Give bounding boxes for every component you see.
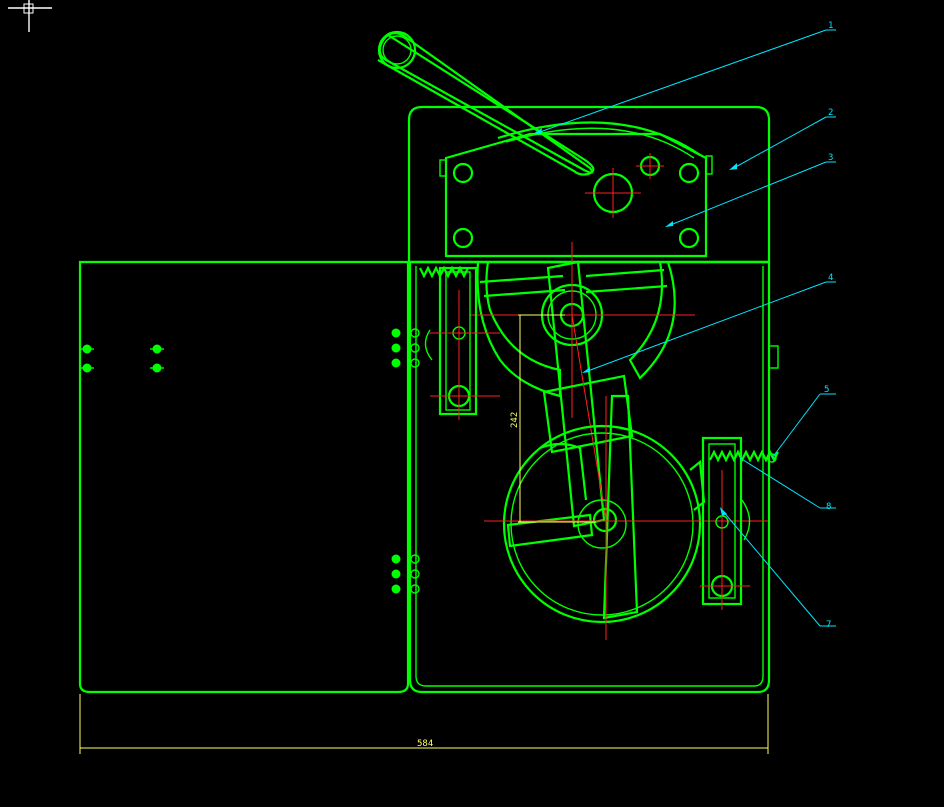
upper-drum <box>470 242 695 418</box>
vertical-dimension-value: 242 <box>510 412 520 428</box>
callout-1: 1 <box>828 21 833 31</box>
connecting-link <box>542 260 634 528</box>
callout-7: 7 <box>826 620 831 630</box>
upper-cover <box>407 105 771 264</box>
callout-5: 5 <box>824 385 829 395</box>
side-latch <box>768 345 779 369</box>
vertical-dimension <box>518 314 596 523</box>
lower-drum <box>484 394 768 640</box>
left-panel-hinges <box>80 344 164 373</box>
ucs-crosshair-icon <box>8 0 52 32</box>
callout-2: 2 <box>828 108 833 118</box>
left-panel <box>78 260 410 694</box>
callout-4: 4 <box>828 273 833 283</box>
main-housing <box>408 260 771 694</box>
callout-8: 8 <box>826 502 831 512</box>
upper-gear-arc <box>497 121 701 156</box>
callout-leaders <box>533 29 836 627</box>
horizontal-dimension-value: 584 <box>417 739 433 749</box>
plate-bolt-holes <box>452 162 700 249</box>
left-tensioner <box>419 265 500 420</box>
callout-3: 3 <box>828 153 833 163</box>
main-housing-inner <box>415 266 764 687</box>
door-hinges <box>391 328 420 594</box>
horizontal-dimension <box>79 694 769 754</box>
mounting-plate <box>444 132 708 258</box>
right-tensioner <box>700 436 779 610</box>
plate-shaft-hole <box>585 153 664 218</box>
crank-handle <box>377 30 595 176</box>
